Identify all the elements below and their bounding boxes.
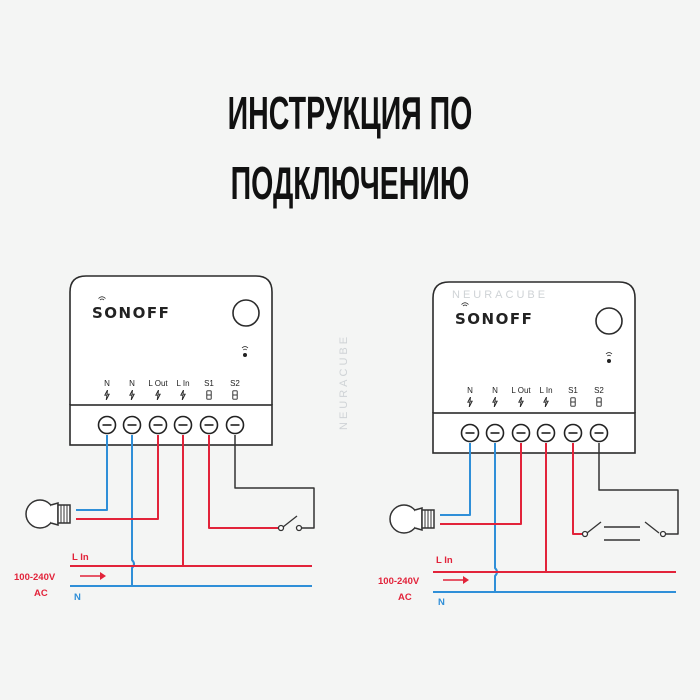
terminal-screw [485,423,505,443]
terminal-label-lin: L In [539,386,552,395]
device-body [432,281,636,413]
terminal-screw [460,423,480,443]
terminal-label-s2: S2 [594,386,604,395]
light-bulb-icon [25,499,71,529]
terminal-label-n2: N [129,379,135,388]
diagram-left: SONOFF N N L Out L In S1 S2 [14,275,315,603]
terminal-label-lout: L Out [511,386,531,395]
terminal-screw [536,423,556,443]
wifi-icon [461,302,469,307]
light-bulb-icon [389,504,435,534]
watermark-vertical: NEURACUBE [338,334,350,430]
terminal-screw [589,423,609,443]
neutral-label: N [74,592,81,603]
pairing-button[interactable] [595,307,623,335]
wire-neutral-supply [494,443,498,592]
device-body [69,275,273,405]
terminal-screw [511,423,531,443]
terminal-label-s1: S1 [568,386,578,395]
wire-neutral-supply [131,435,135,586]
supply-voltage-label: 100-240V [378,576,420,587]
wire-s1-switch [208,435,278,529]
wire-s1-switch [572,443,582,535]
terminal-label-n1: N [467,386,473,395]
terminal-screw [199,415,219,435]
line-label: L In [72,552,89,563]
wire-s2-switch [598,443,679,535]
terminal-screw [173,415,193,435]
wifi-icon [98,296,106,301]
pairing-button[interactable] [232,299,260,327]
wire-lout-lamp [76,435,159,520]
watermark-horizontal: NEURACUBE [452,289,548,301]
supply-ac-label: AC [398,592,412,603]
terminal-label-n2: N [492,386,498,395]
supply-voltage-label: 100-240V [14,572,56,583]
terminal-screw [148,415,168,435]
terminal-label-lout: L Out [148,379,168,388]
wires-left [70,435,315,587]
wire-neutral-lamp [440,443,471,516]
wire-lout-lamp [440,443,522,525]
terminal-label-n1: N [104,379,110,388]
wall-switch [277,515,303,532]
status-led-icon [605,352,613,363]
supply-ac-label: AC [34,588,48,599]
terminal-screw [225,415,245,435]
wire-neutral-lamp [76,435,108,511]
brand-logo: SONOFF [455,310,533,328]
brand-logo: SONOFF [92,304,170,322]
wire-s2-switch [234,435,315,529]
terminal-label-lin: L In [176,379,189,388]
terminal-screw [122,415,142,435]
diagram-right: SONOFF N N L Out L In S1 S2 [378,281,679,608]
neutral-label: N [438,597,445,608]
two-way-switch-left [581,521,602,538]
terminal-screw [97,415,117,435]
terminal-label-s2: S2 [230,379,240,388]
terminal-label-s1: S1 [204,379,214,388]
wires-right [433,443,679,593]
arrow-icon [443,576,469,584]
line-label: L In [436,555,453,566]
terminal-screw [563,423,583,443]
arrow-icon [80,572,106,580]
status-led-icon [241,346,249,357]
two-way-switch-right [644,521,667,538]
page-title: ИНСТРУКЦИЯ ПО ПОДКЛЮЧЕНИЮ [227,87,473,209]
